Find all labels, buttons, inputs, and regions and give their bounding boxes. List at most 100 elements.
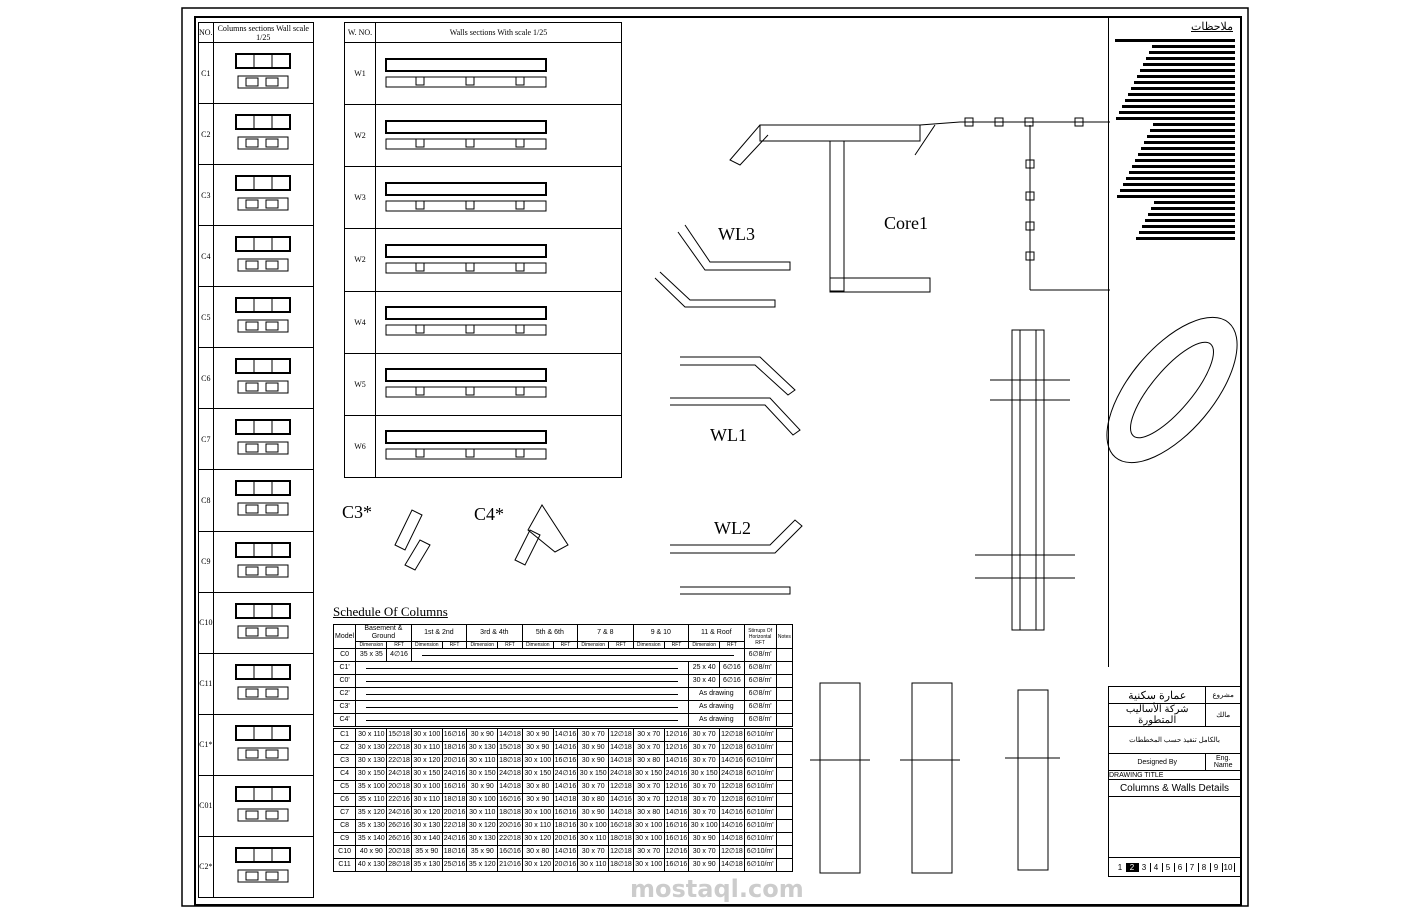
dimension-cell: 30 x 70: [632, 727, 665, 742]
rft-cell: 14∅18: [608, 754, 634, 768]
rft-cell: 24∅16: [552, 767, 579, 781]
designed-label: Designed By: [1107, 753, 1207, 771]
dimension-cell: 30 x 150: [521, 767, 554, 781]
dimension-cell: 30 x 70: [632, 741, 665, 755]
model-cell: C4: [332, 767, 357, 781]
note-line: [1148, 213, 1235, 216]
sheet-number[interactable]: 4: [1151, 862, 1163, 872]
rft-cell: 16∅16: [441, 780, 468, 794]
model-cell: C8: [332, 819, 357, 833]
empty-span: [355, 700, 690, 714]
dimension-cell: 35 x 130: [355, 819, 388, 833]
section-sketch: [235, 236, 292, 272]
rft-cell: 18∅16: [441, 741, 468, 755]
wall-section-sketch: [385, 430, 547, 460]
column-id: C7: [198, 408, 214, 471]
wall-row: W1: [344, 41, 622, 106]
dimension-cell: 30 x 90: [577, 741, 610, 755]
dimension-cell: 35 x 130: [410, 858, 443, 872]
dimension-header: Dimension: [688, 641, 721, 649]
section-sketch: [235, 480, 292, 516]
sheet-number[interactable]: 3: [1139, 862, 1151, 872]
sheet-number[interactable]: 6: [1175, 862, 1187, 872]
dimension-cell: 35 x 120: [466, 858, 499, 872]
sheet-number[interactable]: 7: [1187, 862, 1199, 872]
dimension-cell: 30 x 130: [410, 819, 443, 833]
rft-cell: 15∅18: [386, 727, 412, 742]
wall-id: W3: [344, 166, 376, 230]
dimension-cell: 30 x 110: [410, 793, 443, 807]
rft-header: RFT: [441, 641, 468, 649]
dimension-cell: 30 x 100: [632, 858, 665, 872]
dimension-cell: 30 x 150: [410, 767, 443, 781]
col-sections-header: Columns sections Wall scale 1/25: [212, 22, 315, 43]
rft-cell: 22∅18: [386, 754, 412, 768]
stirrup-cell: 6∅10/m': [743, 806, 777, 820]
dimension-cell: 30 x 110: [577, 858, 610, 872]
drawing-title: Columns & Walls Details: [1108, 779, 1241, 797]
note-line: [1128, 93, 1235, 96]
column-elevation: [810, 329, 1075, 874]
dimension-cell: 25 x 40: [688, 661, 721, 675]
wall-row: W4: [344, 290, 622, 354]
notes-cell: [775, 793, 794, 807]
rft-cell: 12∅18: [719, 780, 745, 794]
rft-cell: 20∅16: [441, 754, 468, 768]
wall-section-sketch: [385, 119, 547, 150]
section-sketch: [235, 541, 292, 578]
model-cell: C10: [332, 845, 357, 859]
rft-cell: 14∅18: [719, 858, 745, 872]
column-row: C11: [198, 652, 315, 715]
sheet-number[interactable]: 8: [1199, 862, 1211, 872]
section-sketch: [235, 175, 292, 211]
dimension-cell: 30 x 70: [688, 845, 721, 859]
stirrups-header: Stirrups Of Horizontal RFT: [743, 624, 777, 649]
column-row: C7: [198, 408, 315, 471]
sheet-number[interactable]: 5: [1163, 862, 1175, 872]
dimension-cell: 30 x 110: [410, 741, 443, 755]
col-no-header: NO.: [198, 22, 214, 43]
owner-value: شركة الأساليب المتطورة: [1107, 703, 1207, 727]
rft-cell: 22∅18: [441, 819, 468, 833]
dimension-cell: 30 x 150: [466, 767, 499, 781]
sheet-number[interactable]: 9: [1211, 862, 1223, 872]
rft-cell: 25∅16: [441, 858, 468, 872]
dimension-cell: 30 x 80: [521, 845, 554, 859]
rft-cell: 16∅16: [663, 858, 690, 872]
c4-label: C4*: [474, 504, 505, 524]
dimension-cell: 30 x 100: [410, 727, 443, 742]
note-line: [1147, 135, 1235, 138]
dimension-cell: 40 x 90: [355, 845, 388, 859]
column-section: [212, 225, 315, 288]
wall-row: W2: [344, 104, 622, 168]
sheet-number[interactable]: 10: [1223, 862, 1235, 872]
watermark: mostaql.com: [630, 875, 804, 903]
model-cell: C1': [332, 661, 357, 675]
rft-cell: 20∅18: [386, 780, 412, 794]
column-id: C2*: [198, 835, 214, 899]
column-section: [212, 164, 315, 227]
note-line: [1120, 189, 1235, 192]
stirrup-cell: 6∅10/m': [743, 819, 777, 833]
dimension-cell: 30 x 80: [632, 754, 665, 768]
rft-cell: 12∅18: [663, 793, 690, 807]
dimension-cell: 30 x 150: [688, 767, 721, 781]
notes-cell: [775, 727, 794, 742]
dimension-cell: 30 x 110: [577, 832, 610, 846]
note-line: [1129, 171, 1235, 174]
sheet-number[interactable]: 2: [1126, 862, 1139, 872]
model-cell: C0: [332, 648, 357, 662]
dimension-cell: 30 x 70: [688, 806, 721, 820]
sheet-number[interactable]: 1: [1115, 862, 1127, 872]
core1-label: Core1: [884, 213, 928, 233]
rft-cell: 16∅18: [608, 819, 634, 833]
rft-cell: 14∅16: [608, 793, 634, 807]
wall-id: W4: [344, 290, 376, 354]
wall-row: W3: [344, 166, 622, 230]
rft-header: RFT: [552, 641, 579, 649]
